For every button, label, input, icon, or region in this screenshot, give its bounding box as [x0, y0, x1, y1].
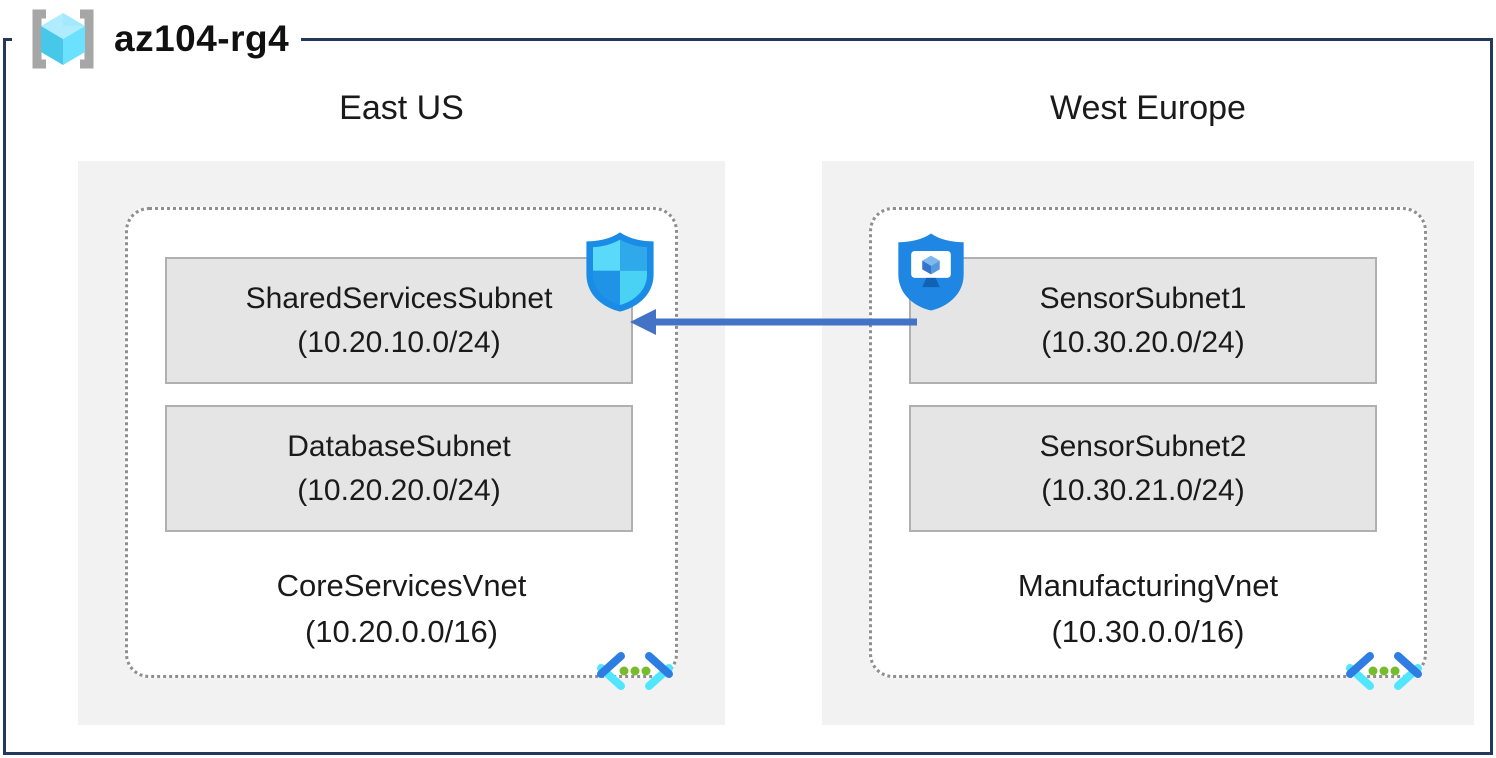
- subnet-database: DatabaseSubnet (10.20.20.0/24): [165, 405, 633, 532]
- vnet-coreservices: SharedServicesSubnet (10.20.10.0/24) Dat…: [125, 207, 678, 690]
- region-west-europe-label: West Europe: [1050, 89, 1246, 127]
- vnet-coreservices-label: CoreServicesVnet (10.20.0.0/16): [128, 563, 675, 655]
- resource-group-label: az104-rg4: [12, 4, 302, 74]
- subnet-cidr: (10.30.20.0/24): [1041, 325, 1245, 359]
- subnet-name: SharedServicesSubnet: [245, 281, 553, 315]
- virtual-network-icon: [597, 652, 673, 690]
- subnet-sensor1: SensorSubnet1 (10.30.20.0/24): [909, 257, 1377, 384]
- region-east-us-label: East US: [339, 89, 464, 127]
- network-security-group-shield-icon: [586, 232, 654, 312]
- resource-group-icon: [32, 9, 94, 69]
- subnet-name: SensorSubnet1: [1039, 281, 1247, 315]
- subnet-cidr: (10.20.10.0/24): [297, 325, 501, 359]
- subnet-cidr: (10.20.20.0/24): [297, 473, 501, 507]
- subnet-sharedservices: SharedServicesSubnet (10.20.10.0/24): [165, 257, 633, 384]
- peering-arrow: [630, 309, 917, 335]
- region-east-us: East US SharedServicesSubnet (10.20.10.0…: [78, 89, 725, 725]
- vnet-cidr: (10.20.0.0/16): [304, 614, 499, 649]
- subnet-sensor2: SensorSubnet2 (10.30.21.0/24): [909, 405, 1377, 532]
- resource-group-name: az104-rg4: [114, 18, 290, 59]
- virtual-network-icon: [1346, 652, 1422, 690]
- vnet-manufacturing-label: ManufacturingVnet (10.30.0.0/16): [872, 563, 1424, 655]
- subnet-cidr: (10.30.21.0/24): [1041, 473, 1245, 507]
- subnet-name: DatabaseSubnet: [287, 429, 511, 463]
- vnet-cidr: (10.30.0.0/16): [1051, 614, 1245, 649]
- subnet-name: SensorSubnet2: [1039, 429, 1247, 463]
- region-west-europe: West Europe SensorSubnet1 (10.30.20.0/24…: [822, 89, 1474, 725]
- resource-group-frame: [3, 38, 1493, 755]
- application-security-group-shield-icon: [898, 233, 964, 311]
- vnet-name: ManufacturingVnet: [1017, 568, 1279, 603]
- vnet-manufacturing: SensorSubnet1 (10.30.20.0/24) SensorSubn…: [869, 207, 1427, 690]
- vnet-name: CoreServicesVnet: [276, 568, 527, 603]
